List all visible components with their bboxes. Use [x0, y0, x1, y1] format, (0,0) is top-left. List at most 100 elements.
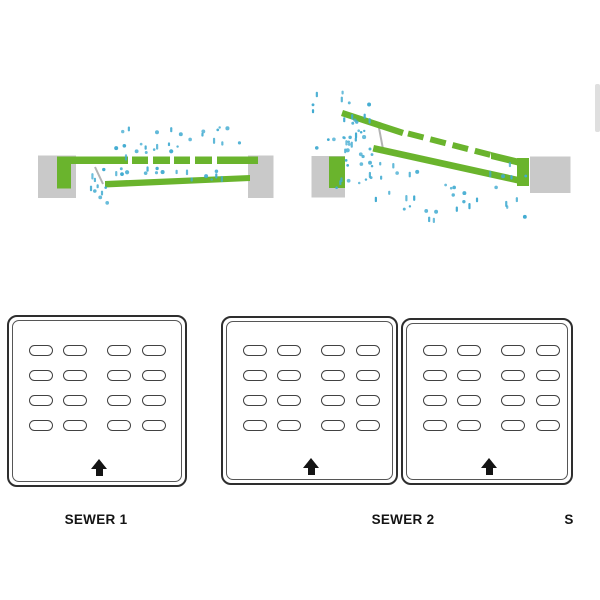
tilted-slot-bars	[407, 130, 492, 158]
water-droplet	[139, 142, 143, 146]
arrow-stem	[95, 468, 103, 476]
grate-slot	[501, 370, 525, 381]
grate-slot	[457, 370, 481, 381]
water-droplet	[432, 217, 435, 224]
grate-slot	[356, 395, 380, 406]
water-droplet	[449, 186, 453, 190]
water-droplet	[225, 126, 230, 131]
water-droplet	[510, 175, 513, 180]
arrow-head	[91, 459, 107, 469]
grate-frame-right	[517, 158, 529, 186]
grate-slot	[277, 420, 301, 431]
water-droplet	[347, 101, 351, 105]
water-droplet	[93, 177, 97, 183]
water-droplet	[125, 170, 130, 175]
open-grate-diagram	[311, 110, 571, 198]
water-droplet	[451, 193, 455, 197]
water-droplet	[201, 132, 204, 137]
water-droplet	[361, 154, 365, 159]
grate-slot	[321, 420, 345, 431]
water-droplet	[395, 171, 399, 175]
water-droplet	[114, 146, 119, 151]
water-droplet	[524, 174, 528, 178]
water-droplet	[370, 153, 374, 156]
hinge-link	[378, 127, 384, 150]
water-droplet	[367, 102, 372, 107]
lid-bar	[341, 110, 404, 136]
water-droplet	[424, 209, 429, 213]
water-droplet	[335, 186, 338, 190]
water-droplet	[314, 146, 319, 150]
grate-slot	[423, 370, 447, 381]
water-droplet	[363, 113, 366, 119]
grate-slot	[29, 420, 53, 431]
sewer-grate-panel-3	[401, 318, 573, 485]
water-droplet	[359, 162, 364, 166]
water-droplet	[237, 141, 242, 145]
water-droplet	[342, 136, 346, 139]
grate-slot	[536, 370, 560, 381]
water-droplet	[154, 130, 159, 135]
water-droplet	[169, 149, 174, 154]
water-droplet	[369, 176, 373, 180]
panel-label-sewer-2: SEWER 2	[371, 512, 435, 527]
water-droplet	[434, 209, 439, 214]
closed-grate-diagram	[38, 155, 274, 198]
grate-slot	[356, 370, 380, 381]
up-arrow-icon	[91, 459, 107, 476]
water-droplet	[346, 178, 351, 183]
water-droplet	[315, 91, 318, 98]
up-arrow-icon	[303, 458, 319, 475]
panel-label-cropped: S	[564, 512, 574, 527]
grate-slot	[63, 370, 87, 381]
water-droplet	[358, 152, 363, 157]
water-droplet	[144, 145, 147, 150]
grate-slot-bar	[195, 156, 212, 164]
grate-slot	[457, 420, 481, 431]
grate-slot	[457, 395, 481, 406]
water-droplet	[144, 150, 148, 154]
water-droplet	[380, 175, 383, 180]
water-droplet	[489, 170, 492, 178]
water-droplet	[119, 167, 123, 171]
grate-slot	[321, 345, 345, 356]
catch-tray	[372, 145, 519, 184]
water-droplet	[368, 160, 372, 165]
grate-slot	[501, 345, 525, 356]
water-droplet	[444, 183, 448, 187]
water-droplet	[339, 180, 342, 186]
grate-slot	[63, 420, 87, 431]
water-droplet	[346, 163, 350, 167]
water-droplet	[522, 214, 527, 219]
water-droplet	[374, 196, 377, 203]
water-droplets	[89, 90, 528, 224]
water-droplet	[220, 176, 223, 183]
grate-slot-bar	[174, 156, 190, 164]
water-droplet	[178, 132, 183, 137]
grate-slot	[63, 345, 87, 356]
panel-inner-frame	[226, 321, 393, 480]
water-droplet	[428, 216, 431, 223]
water-droplet	[185, 169, 189, 176]
water-droplet	[515, 197, 518, 203]
grate-slot	[423, 345, 447, 356]
water-droplet	[167, 142, 171, 147]
water-droplet	[354, 132, 358, 139]
water-droplet	[452, 185, 456, 190]
water-droplet	[475, 197, 479, 203]
grate-slot	[107, 420, 131, 431]
water-droplet	[332, 137, 336, 142]
water-droplet	[468, 203, 471, 210]
arrow-head	[303, 458, 319, 468]
panel-inner-frame	[12, 320, 182, 482]
water-droplet	[105, 201, 110, 205]
cropped-diagram-edge	[595, 84, 600, 132]
water-droplet	[392, 163, 395, 169]
water-droplet	[368, 147, 372, 151]
water-droplet	[343, 117, 346, 123]
panel-label-sewer-1: SEWER 1	[64, 512, 128, 527]
grate-slot	[142, 395, 166, 406]
water-droplet	[93, 189, 97, 193]
water-droplet	[359, 130, 363, 134]
water-droplet	[508, 162, 512, 168]
